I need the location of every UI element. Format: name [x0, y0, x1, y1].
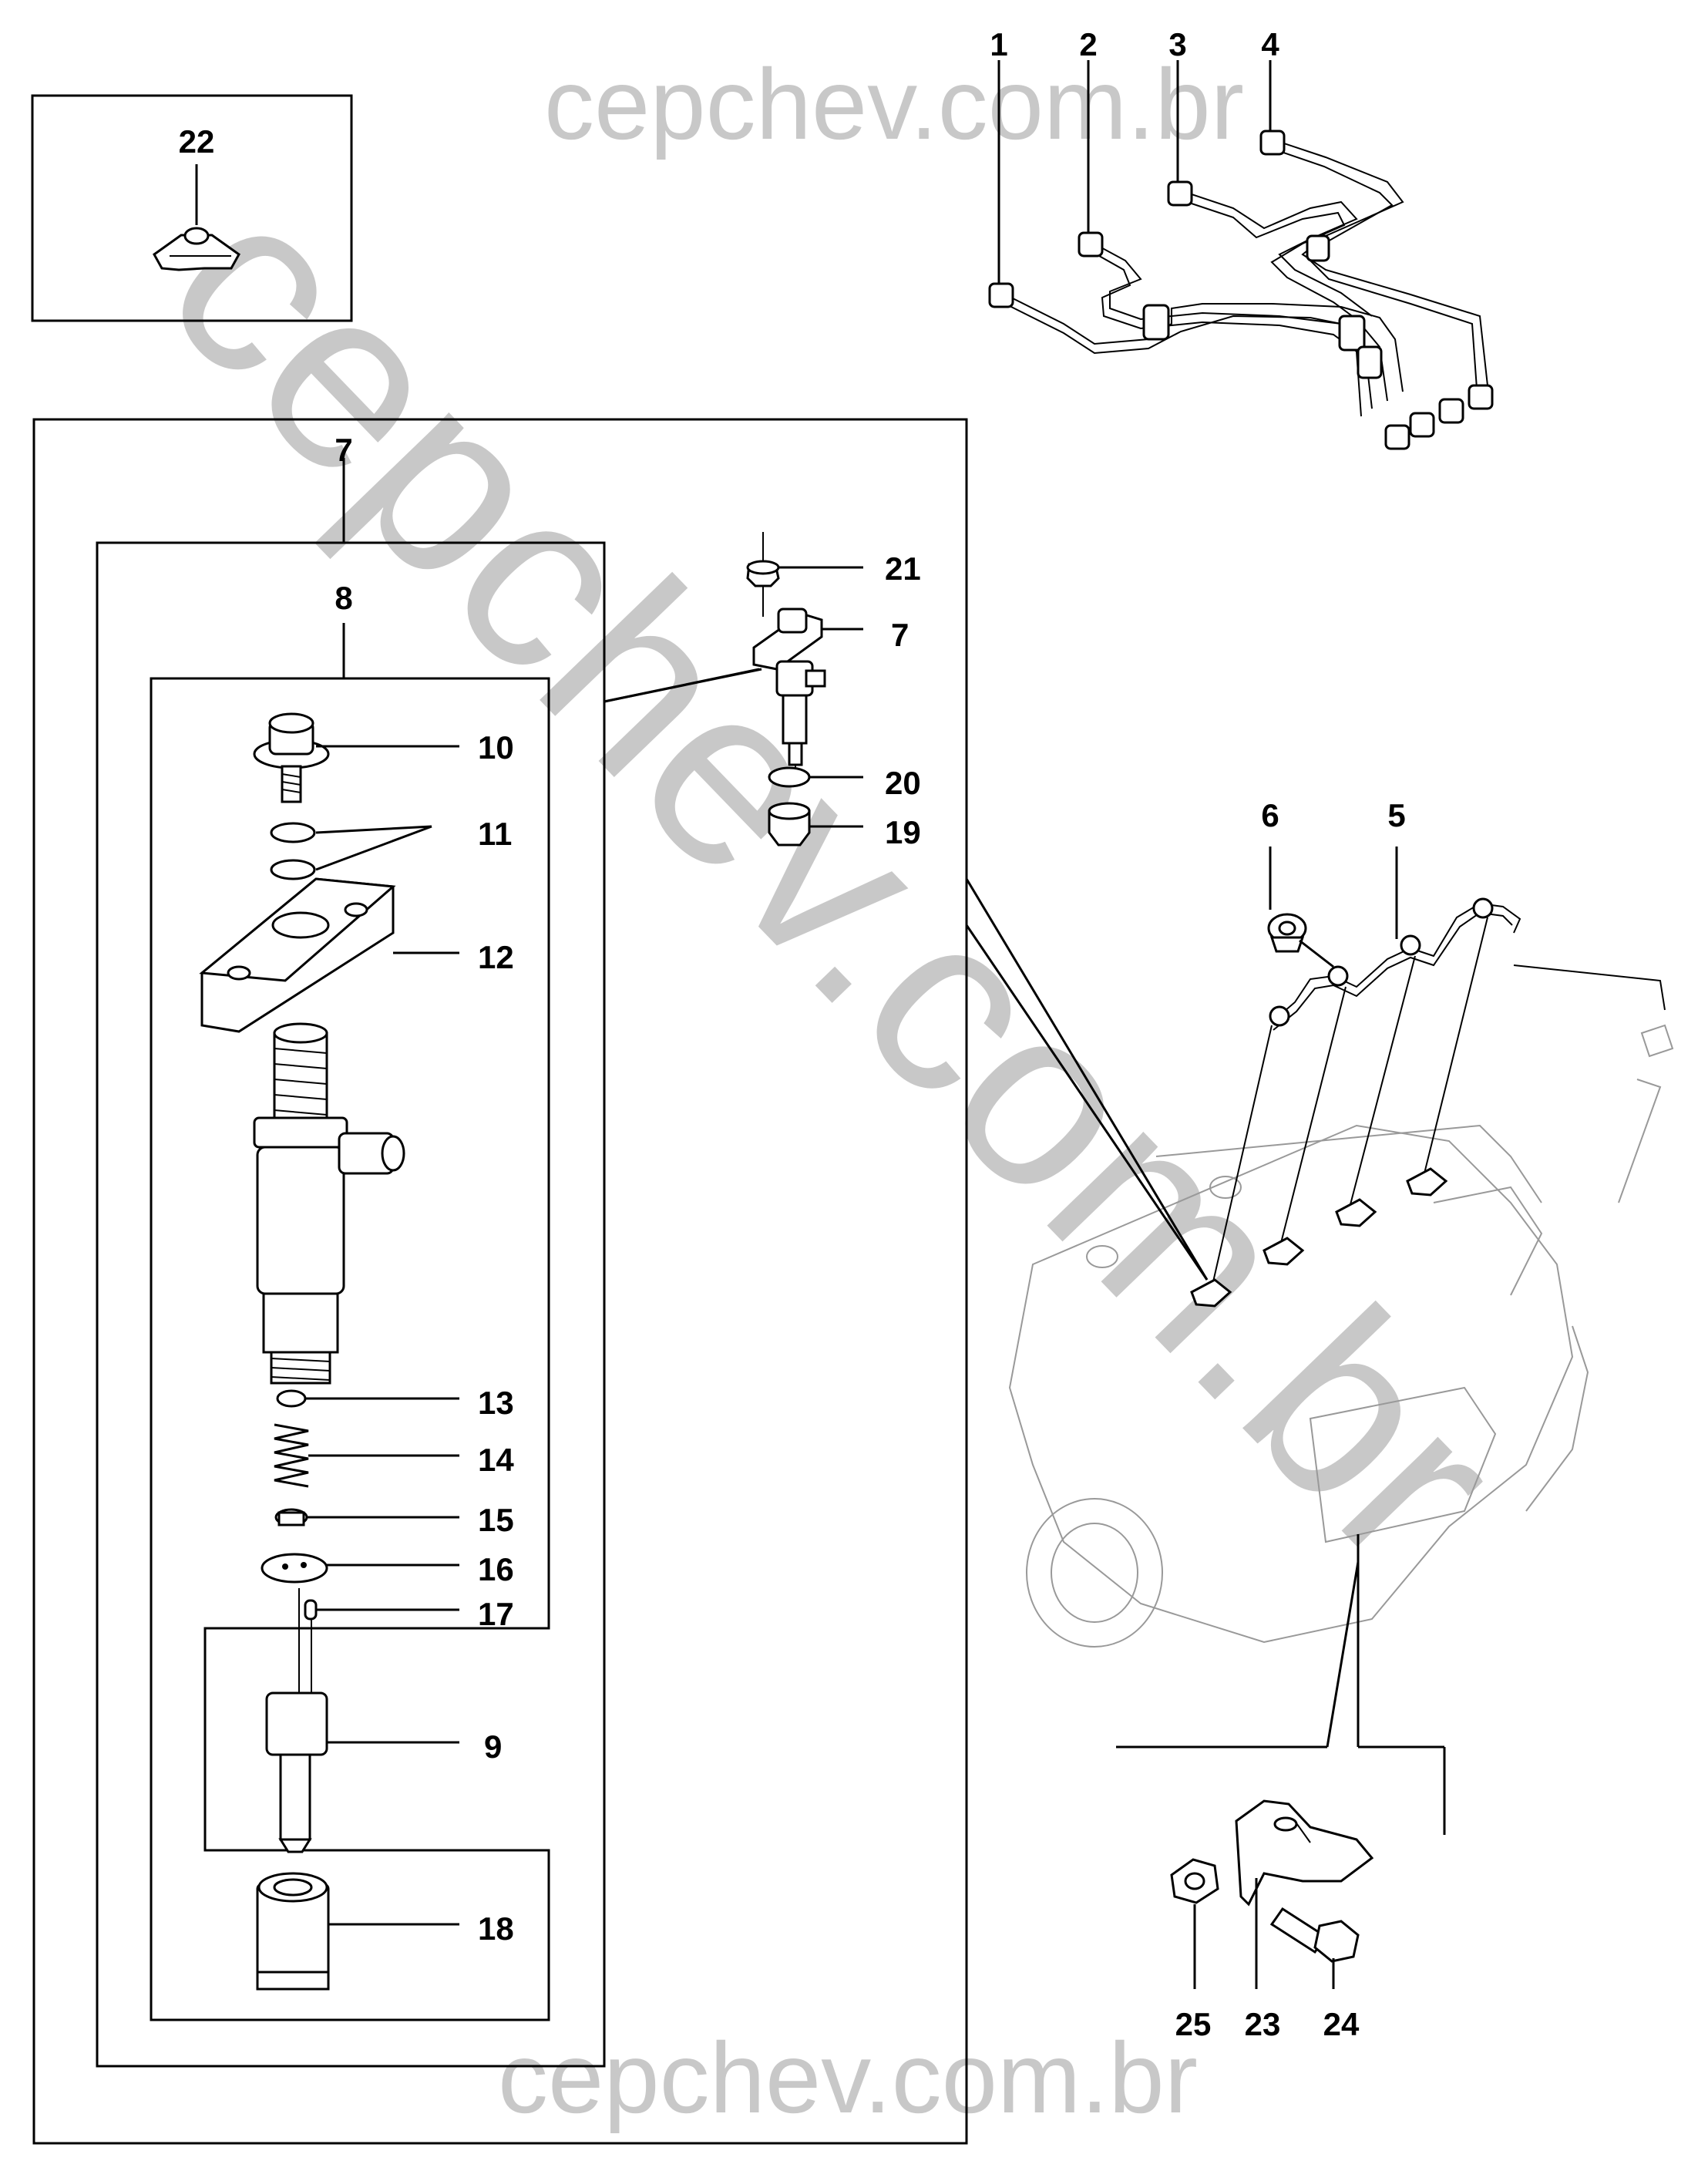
- callout-18: 18: [478, 1910, 514, 1947]
- bolt-part-10: [253, 712, 330, 803]
- injector-body-part: [253, 1022, 405, 1385]
- callout-5: 5: [1387, 797, 1405, 833]
- detail-box-22: [31, 94, 353, 322]
- bolt-part-24: [1269, 1907, 1360, 1963]
- nut-part-25: [1170, 1858, 1219, 1904]
- engine-outline: [1008, 1124, 1589, 1648]
- callout-1: 1: [990, 26, 1007, 62]
- callout-4: 4: [1261, 26, 1279, 62]
- injector-assembly-small: [746, 532, 826, 772]
- callout-10: 10: [478, 729, 514, 766]
- callout-17: 17: [478, 1596, 514, 1632]
- leak-off-pipe-part-5: [1269, 897, 1674, 1203]
- callout-labels: 1 2 3 4 22 7 8 21 7 10 11 12 20 19 6 5 1…: [179, 26, 1406, 2042]
- spring-part-14: [274, 1423, 309, 1488]
- watermark-top: cepchev.com.br: [544, 48, 1244, 160]
- callout-11: 11: [478, 816, 512, 852]
- callout-6: 6: [1261, 797, 1279, 833]
- spacer-part-16: [261, 1553, 328, 1584]
- callout-22: 22: [179, 123, 215, 160]
- callout-13: 13: [478, 1385, 514, 1421]
- bracket-part-23: [1235, 1799, 1374, 1907]
- washer-part-11b: [270, 859, 316, 880]
- washer-part-11a: [270, 822, 316, 843]
- washer-part-13: [276, 1389, 307, 1408]
- leaders-right: [965, 847, 1398, 1281]
- seal-part-19: [768, 802, 811, 847]
- leaders-top: [997, 60, 1272, 284]
- callout-14: 14: [478, 1442, 514, 1478]
- injector-nuts-on-engine: [1190, 917, 1488, 1308]
- watermark-diagonal: cepchev.com.br: [114, 140, 1554, 1617]
- callout-19: 19: [885, 814, 921, 850]
- callout-8: 8: [335, 580, 352, 616]
- clamp-plate-part-12: [199, 877, 396, 1033]
- hollow-bolt-part-6: [1267, 913, 1307, 953]
- callout-7-top: 7: [335, 432, 352, 468]
- callout-23: 23: [1245, 2006, 1281, 2042]
- callout-24: 24: [1323, 2006, 1360, 2042]
- washer-part-20: [768, 766, 811, 788]
- pin-part-17: [304, 1599, 318, 1621]
- fuel-line-set: [998, 138, 1488, 417]
- callout-2: 2: [1079, 26, 1097, 62]
- callout-15: 15: [478, 1502, 514, 1538]
- nozzle-part-9: [265, 1588, 328, 1853]
- callout-20: 20: [885, 765, 921, 801]
- callout-9: 9: [484, 1728, 502, 1765]
- leaders-left: [305, 745, 459, 1926]
- callout-12: 12: [478, 939, 514, 975]
- clamp-part-22: [153, 227, 240, 271]
- leaders-center: [778, 566, 863, 828]
- leaders-bracket: [1116, 1534, 1446, 1989]
- fuel-line-fittings: [988, 130, 1494, 450]
- outer-box: [32, 418, 968, 2145]
- inner-box: [150, 677, 550, 2021]
- callout-25: 25: [1175, 2006, 1212, 2042]
- callout-7-center: 7: [891, 617, 909, 653]
- callout-16: 16: [478, 1551, 514, 1587]
- watermark-bottom: cepchev.com.br: [498, 2021, 1198, 2134]
- callout-3: 3: [1168, 26, 1186, 62]
- spring-seat-part-15: [274, 1508, 308, 1526]
- nozzle-nut-part-18: [256, 1872, 330, 1991]
- callout-21: 21: [885, 550, 921, 587]
